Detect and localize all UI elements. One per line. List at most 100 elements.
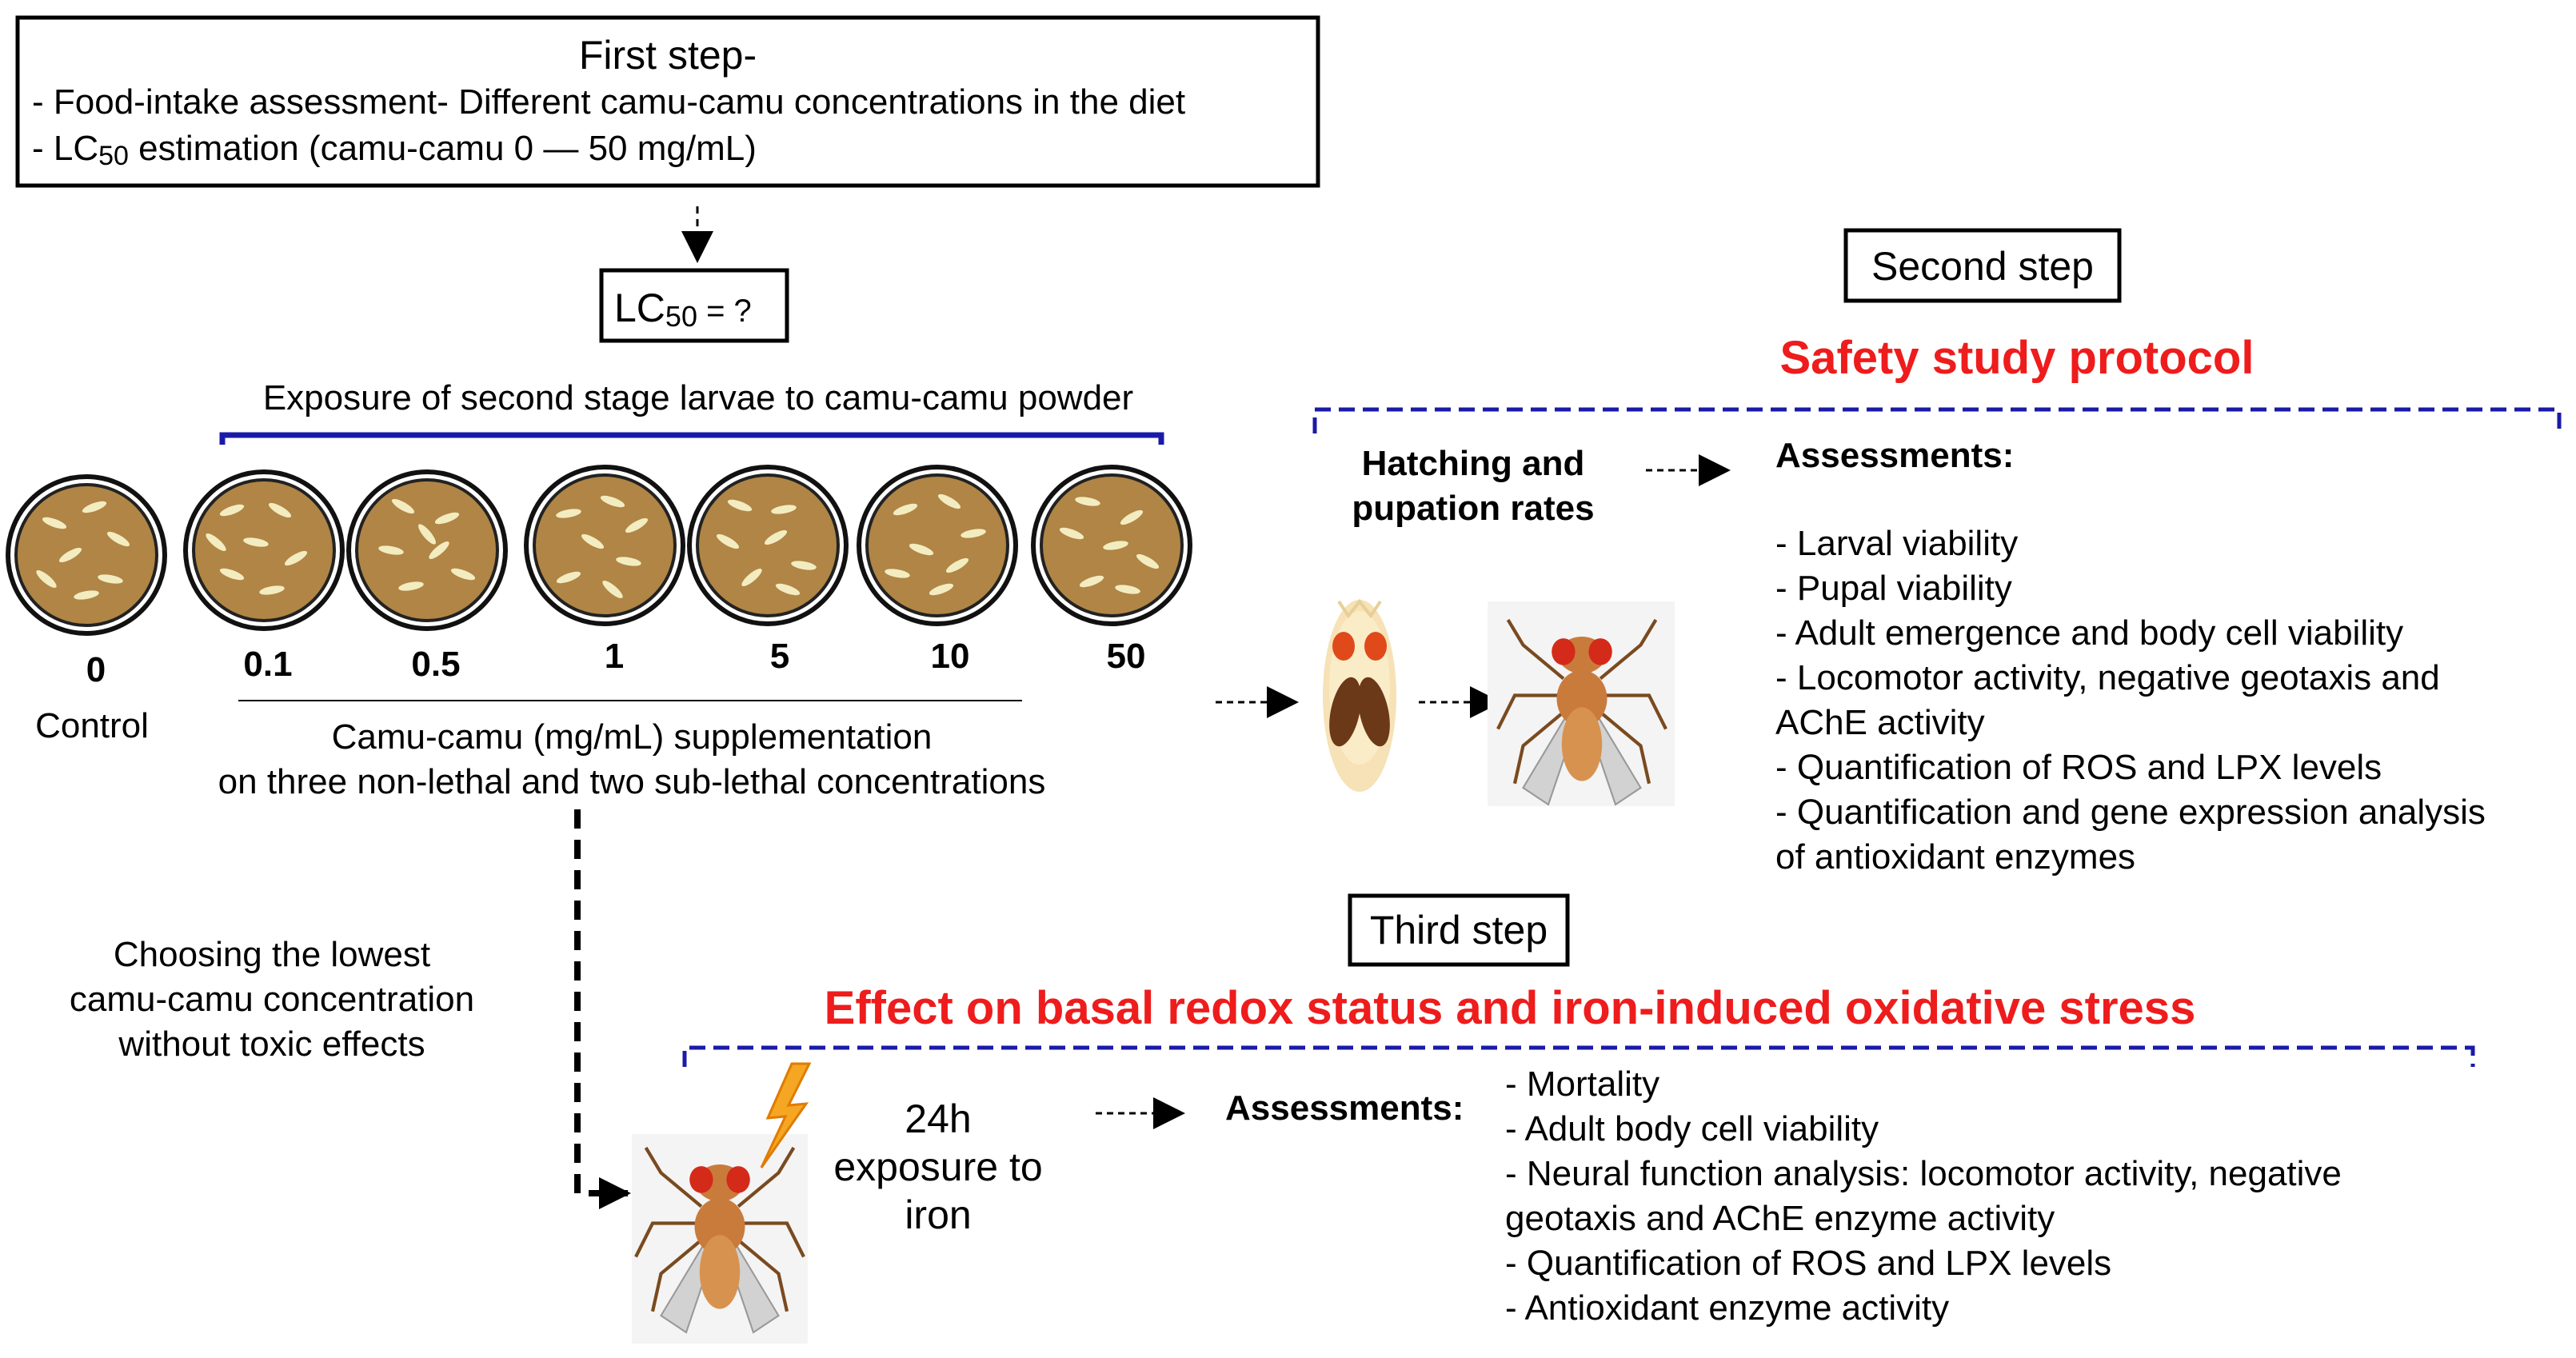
- larva-icon: [434, 512, 460, 525]
- larva-icon: [929, 583, 954, 596]
- larva-icon: [106, 531, 130, 547]
- larva-icon: [775, 583, 801, 596]
- larva-icon: [716, 533, 740, 549]
- concentration-0-5: 0.5: [411, 645, 460, 684]
- larva-icon: [429, 541, 449, 559]
- larva-icon: [727, 499, 753, 512]
- third-assessment-item-4: - Quantification of ROS and LPX levels: [1505, 1244, 2111, 1283]
- third-assessment-item-1: - Adult body cell viability: [1505, 1109, 1879, 1148]
- exposure-iron-line2: exposure to: [833, 1144, 1042, 1189]
- hatching-line2: pupation rates: [1352, 489, 1594, 528]
- second-assessments-list: - Larval viability- Pupal viability- Adu…: [1775, 524, 2486, 877]
- third-assessments-title: Assessments:: [1225, 1088, 1464, 1128]
- larva-icon: [450, 568, 476, 581]
- larva-icon: [391, 498, 415, 514]
- lc50-suffix: = ?: [697, 294, 752, 329]
- larva-icon: [1079, 575, 1104, 588]
- second-assessment-item-4: AChE activity: [1775, 703, 1985, 742]
- larva-icon: [764, 529, 788, 545]
- larva-icon: [98, 574, 123, 584]
- choosing-line3: without toxic effects: [118, 1024, 425, 1064]
- petri-dish-6: [1031, 465, 1192, 626]
- third-assessments-list: - Mortality - Adult body cell viability - …: [1505, 1064, 2342, 1328]
- concentration-0-1: 0.1: [243, 645, 292, 684]
- supplementation-line2: on three non-lethal and two sub-lethal c…: [218, 762, 1046, 801]
- first-step-line2-prefix: - LC: [32, 129, 98, 168]
- third-assessment-item-5: - Antioxidant enzyme activity: [1505, 1288, 1949, 1328]
- first-step-box: [15, 15, 1320, 188]
- larva-icon: [259, 585, 285, 595]
- third-assessment-item-0: - Mortality: [1505, 1064, 1659, 1104]
- larva-icon: [206, 533, 226, 551]
- concentration-1: 1: [605, 637, 624, 676]
- second-step-title: Second step: [1871, 244, 2094, 289]
- second-assessments-title: Assessments:: [1775, 436, 2014, 475]
- larva-icon: [42, 517, 67, 529]
- petri-dish-2: [346, 469, 508, 631]
- larva-icon: [1059, 527, 1084, 540]
- concentration-50: 50: [1107, 637, 1146, 676]
- larva-icon: [945, 557, 969, 573]
- larva-icon: [937, 493, 961, 509]
- second-assessment-item-2: - Adult emergence and body cell viabilit…: [1775, 613, 2403, 653]
- larva-icon: [602, 581, 623, 598]
- third-step-title: Third step: [1370, 908, 1548, 953]
- petri-dish-4: [687, 465, 849, 626]
- pupa-illustration: [1323, 598, 1396, 792]
- larva-icon: [1075, 497, 1100, 506]
- larva-icon: [243, 537, 269, 547]
- first-step-line2-sub: 50: [98, 141, 129, 171]
- larva-icon: [219, 568, 245, 581]
- exposure-iron-line3: iron: [905, 1192, 971, 1237]
- supplementation-line1: Camu-camu (mg/mL) supplementation: [332, 717, 933, 757]
- larva-icon: [418, 524, 436, 545]
- larva-icon: [600, 495, 625, 508]
- second-step-bracket: [1312, 407, 2562, 433]
- larva-icon: [581, 533, 605, 549]
- larva-icon: [1136, 553, 1160, 569]
- larva-icon: [378, 545, 404, 555]
- larva-icon: [268, 502, 292, 518]
- third-assessment-item-2: - Neural function analysis: locomotor ac…: [1505, 1154, 2342, 1193]
- lightning-icon: [760, 1062, 812, 1168]
- petri-dish-5: [857, 465, 1018, 626]
- larva-icon: [791, 561, 817, 570]
- second-assessment-item-3: - Locomotor activity, negative geotaxis …: [1775, 658, 2440, 697]
- larva-icon: [1115, 585, 1140, 594]
- arrow-to-iron-fly: [574, 809, 631, 1209]
- control-label: Control: [35, 706, 149, 745]
- larva-icon: [616, 557, 641, 566]
- second-assessment-item-7: of antioxidant enzymes: [1775, 837, 2135, 877]
- petri-dish-3: [524, 465, 685, 626]
- larva-icon: [36, 570, 57, 588]
- first-step-line2: - LC50 estimation (camu-camu 0 — 50 mg/m…: [32, 129, 757, 171]
- lc50-box: [599, 268, 789, 343]
- larva-icon: [893, 503, 918, 516]
- larva-icon: [284, 550, 308, 566]
- concentration-10: 10: [931, 637, 970, 676]
- second-assessment-item-0: - Larval viability: [1775, 524, 2018, 563]
- dish-food: [355, 478, 499, 622]
- larva-icon: [398, 581, 424, 591]
- third-step-bracket: [682, 1045, 2475, 1067]
- exposure-iron-line1: 24h: [905, 1096, 971, 1141]
- dish-food: [696, 473, 840, 617]
- lc50-sub: 50: [665, 300, 697, 333]
- concentration-0: 0: [86, 650, 106, 689]
- second-step-box: [1843, 228, 2122, 303]
- larva-icon: [625, 517, 649, 533]
- exposure-bracket: [219, 432, 1164, 445]
- second-assessment-item-5: - Quantification of ROS and LPX levels: [1775, 748, 2382, 787]
- hatching-line1: Hatching and: [1362, 444, 1585, 483]
- petri-dish-1: [183, 469, 345, 631]
- larva-icon: [82, 501, 107, 513]
- larva-icon: [741, 569, 762, 586]
- lc50-prefix: LC: [614, 286, 665, 330]
- exposure-label: Exposure of second stage larvae to camu-…: [263, 378, 1133, 417]
- iron-fly-illustration: [632, 1134, 808, 1344]
- larva-icon: [909, 543, 934, 556]
- adult-fly-illustration: [1488, 601, 1675, 806]
- third-assessment-item-3: geotaxis and AChE enzyme activity: [1505, 1199, 2055, 1238]
- first-step-line2-suffix: estimation (camu-camu 0 — 50 mg/mL): [129, 129, 757, 168]
- larva-icon: [1103, 541, 1128, 550]
